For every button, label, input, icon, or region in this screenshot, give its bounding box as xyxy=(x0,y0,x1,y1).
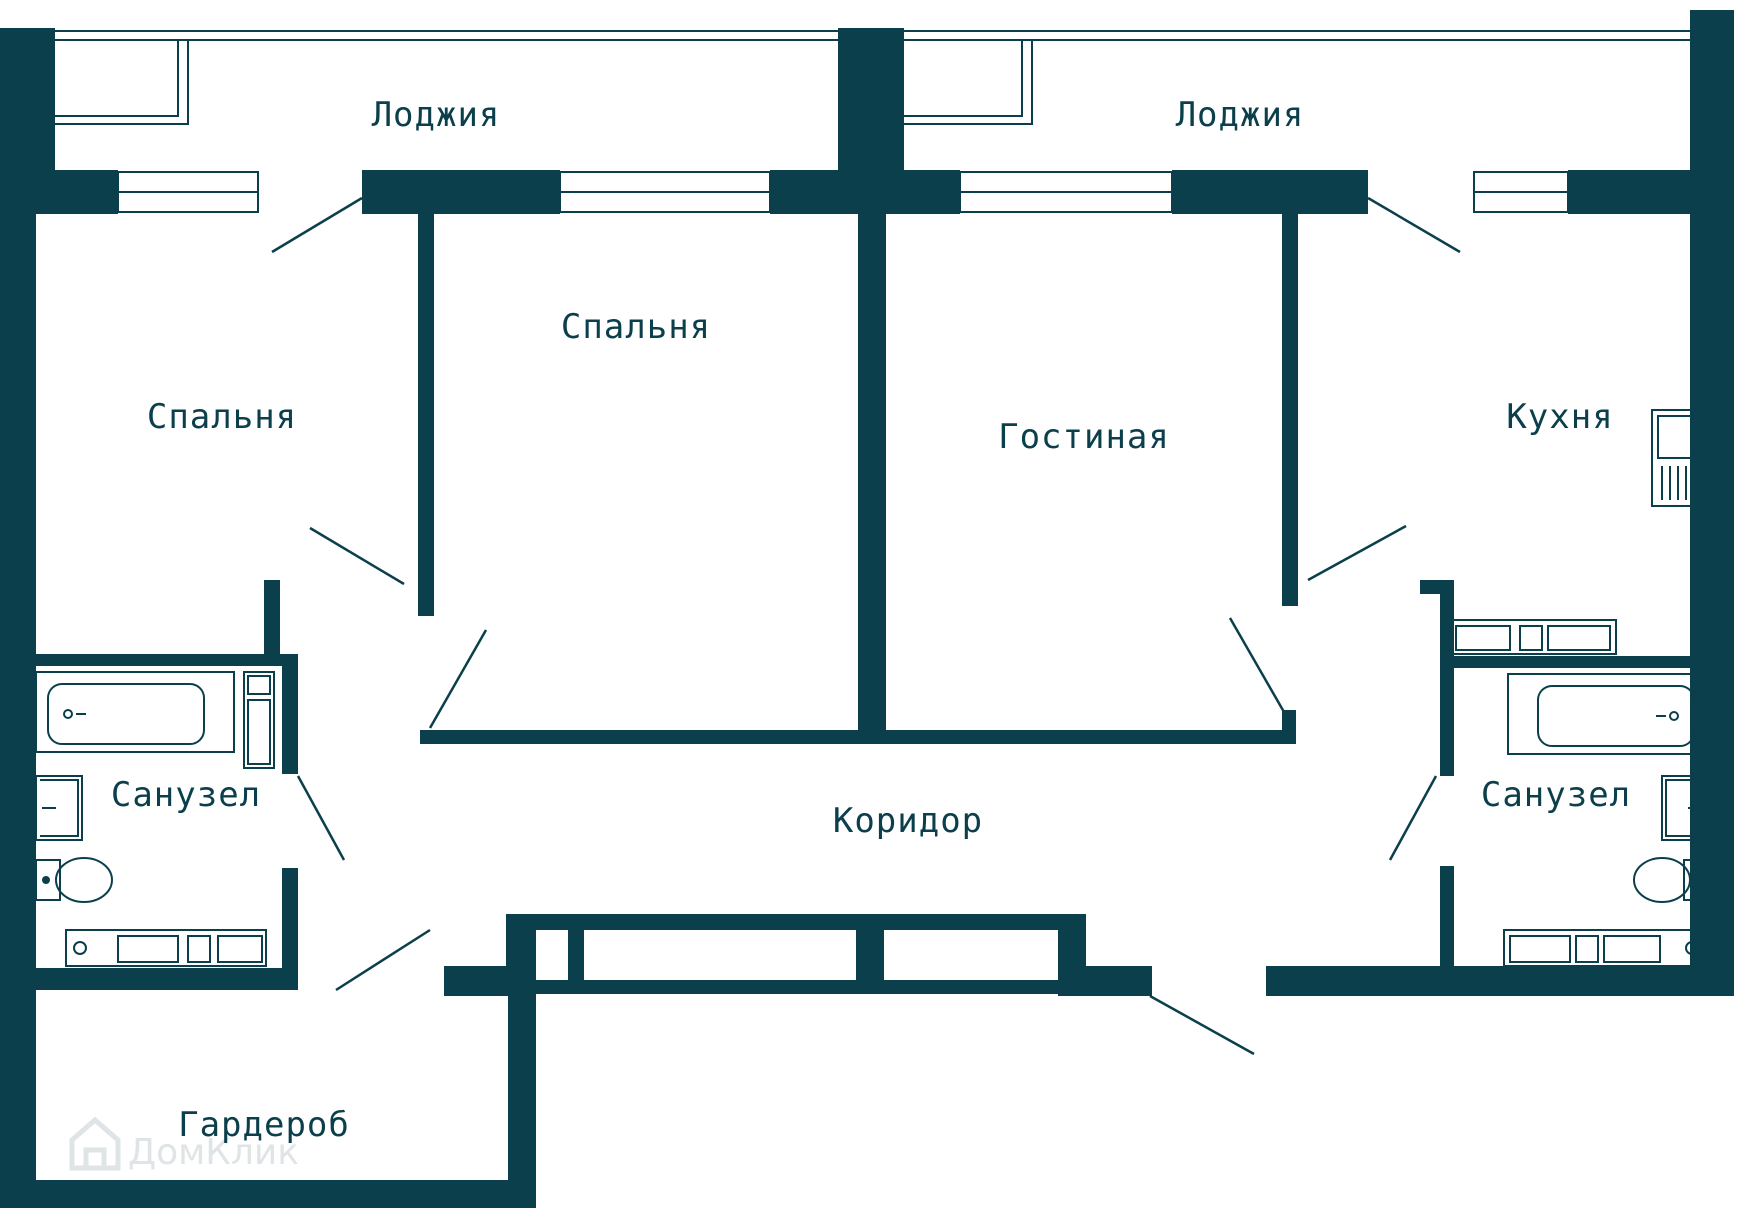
door-living-room xyxy=(1228,617,1286,713)
sink-icon xyxy=(1661,775,1709,841)
door-wardrobe xyxy=(335,928,431,992)
wall-bath-right-left-upper xyxy=(1440,580,1454,776)
wall-segment xyxy=(1568,170,1698,214)
bathroom-right-fixtures xyxy=(1451,619,1709,967)
railing-right-return xyxy=(904,40,1023,117)
wall-bedrooms-partition xyxy=(418,214,434,616)
wall-bath-right-bottom xyxy=(1266,966,1710,996)
wall-bath-left-right-upper xyxy=(282,654,298,774)
wall-segment xyxy=(36,170,118,214)
house-logo-icon xyxy=(69,1116,121,1171)
wall-segment xyxy=(770,170,960,214)
wall-bath-right-top xyxy=(1440,656,1710,668)
windows xyxy=(117,171,1569,213)
door-bedroom-left xyxy=(309,526,405,586)
wall-left-outer xyxy=(0,28,36,1208)
wall-stub xyxy=(1282,710,1296,744)
label-loggia-left: Лоджия xyxy=(372,95,501,135)
wall-closet-bottom xyxy=(534,980,1058,994)
doors xyxy=(271,196,1461,1056)
wall-closet-divider xyxy=(856,930,884,980)
wall-closet-top xyxy=(506,914,1084,930)
door-loggia-right xyxy=(1367,196,1461,254)
label-bathroom-left: Санузел xyxy=(111,775,261,815)
wall-bath-left-bottom xyxy=(36,968,298,990)
watermark: ДомКлик xyxy=(69,1116,299,1173)
bathtub-icon xyxy=(1507,673,1707,755)
label-bedroom-center: Спальня xyxy=(561,307,711,347)
bathtub-icon xyxy=(35,671,235,753)
door-bath-right xyxy=(1388,775,1438,861)
door-loggia-left xyxy=(271,196,363,254)
washer-dryer-icon xyxy=(65,929,267,967)
bathroom-left-fixtures xyxy=(35,671,275,967)
watermark-text: ДомКлик xyxy=(128,1132,299,1173)
wall-bottom-wardrobe xyxy=(0,1180,536,1208)
wall-living-kitchen-partition xyxy=(1282,214,1298,606)
loggia-railings xyxy=(55,30,1690,125)
label-corridor: Коридор xyxy=(833,801,983,841)
wall-closet-right xyxy=(1058,914,1086,996)
room-labels: Лоджия Лоджия Спальня Спальня Гостиная К… xyxy=(111,95,1631,1145)
kitchen-sink-icon xyxy=(1651,409,1709,507)
wall-bedroom-living-partition xyxy=(858,214,886,734)
wall-right-outer xyxy=(1690,10,1734,996)
toilet-icon xyxy=(35,857,113,903)
door-entrance xyxy=(1149,994,1255,1056)
toilet-icon xyxy=(1633,857,1709,903)
wall-bath-left-stub xyxy=(264,580,280,666)
cabinet-icon xyxy=(1451,619,1617,655)
wall-closet-left xyxy=(506,914,534,996)
wall-segment xyxy=(1172,170,1368,214)
sink-icon xyxy=(35,775,83,841)
wall-closet-divider xyxy=(568,930,584,980)
wall-bath-right-left-lower xyxy=(1440,866,1454,976)
wall-bath-left-right-lower xyxy=(282,868,298,980)
walls xyxy=(0,10,1734,1208)
label-wardrobe: Гардероб xyxy=(178,1105,350,1145)
wall-corridor-top xyxy=(420,730,1296,744)
door-kitchen xyxy=(1307,524,1407,582)
label-bedroom-left: Спальня xyxy=(147,397,297,437)
label-living-room: Гостиная xyxy=(998,417,1170,457)
cabinet-icon xyxy=(243,671,275,769)
wall-bath-left-top xyxy=(36,654,298,666)
railing-left-return xyxy=(55,40,189,125)
washer-dryer-icon xyxy=(1503,929,1705,967)
label-kitchen: Кухня xyxy=(1506,397,1613,437)
railing-left-return xyxy=(55,40,179,117)
door-bedroom-center xyxy=(428,629,488,729)
railing-right-return xyxy=(904,40,1033,125)
label-bathroom-right: Санузел xyxy=(1481,775,1631,815)
door-bath-left xyxy=(296,775,346,861)
wall-segment xyxy=(362,170,560,214)
label-loggia-right: Лоджия xyxy=(1176,95,1305,135)
